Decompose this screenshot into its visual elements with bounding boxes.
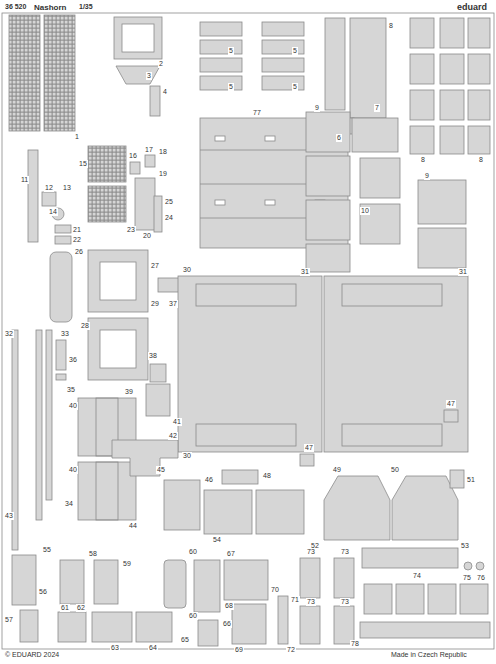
callout-number: 6 [336,134,342,142]
callout-number: 59 [122,560,132,568]
callout-number: 37 [168,300,178,308]
callout-number: 29 [150,300,160,308]
callout-number: 54 [212,536,222,544]
callout-number: 63 [110,644,120,652]
callout-number: 76 [476,574,486,582]
callout-number: 27 [150,262,160,270]
callout-number: 22 [72,236,82,244]
callout-number: 17 [144,146,154,154]
callout-number: 43 [4,512,14,520]
callout-number: 8 [388,22,394,30]
callout-number: 30 [182,266,192,274]
callout-number: 31 [300,268,310,276]
callout-number: 5 [228,47,234,55]
callout-number: 50 [390,466,400,474]
callout-number: 24 [164,214,174,222]
callout-number: 28 [80,322,90,330]
callout-number: 9 [314,104,320,112]
callout-number: 77 [252,109,262,117]
callout-number: 73 [340,598,350,606]
callout-number: 73 [306,548,316,556]
callout-number: 53 [460,542,470,550]
header-text: 1/35 [78,3,94,11]
callout-number: 10 [360,207,370,215]
callout-number: 78 [350,640,360,648]
callout-number: 45 [156,466,166,474]
callout-number: 11 [20,176,29,184]
callout-number: 18 [158,148,168,156]
callout-number: 2 [158,60,164,68]
callout-number: 40 [68,402,78,410]
callout-number: 20 [142,232,152,240]
header-text: eduard [456,3,488,11]
callout-number: 62 [76,604,86,612]
callout-number: 68 [224,602,234,610]
callout-number: 72 [286,646,296,654]
callout-number: 56 [38,588,48,596]
callout-number: 47 [304,444,314,452]
callout-number: 30 [182,452,192,460]
callout-number: 48 [262,472,272,480]
callout-number: 61 [60,604,70,612]
callout-number: 12 [44,184,54,192]
callout-number: 39 [124,388,134,396]
callout-number: 71 [290,596,300,604]
callout-number: 5 [292,83,298,91]
callout-number: 25 [164,198,174,206]
callout-number: 7 [374,104,380,112]
callout-number: 15 [78,160,88,168]
callout-number: 73 [306,598,316,606]
callout-number: 34 [64,500,74,508]
callout-number: 42 [168,432,178,440]
header-text: 36 520 [4,3,27,11]
callout-number: 49 [332,466,342,474]
callout-number: 8 [420,156,426,164]
callout-number: 14 [48,208,58,216]
callout-number: 47 [446,400,456,408]
callout-number: 36 [68,356,78,364]
callout-number: 65 [180,636,190,644]
callout-number: 44 [128,522,138,530]
callout-number: 3 [146,72,152,80]
callout-number: 31 [458,268,468,276]
footer-text: Made in Czech Republic [390,651,468,659]
callout-number: 69 [234,646,244,654]
callout-number: 73 [340,548,350,556]
callout-number: 5 [292,47,298,55]
callout-number: 66 [222,620,232,628]
callout-number: 51 [466,476,476,484]
callout-number: 55 [42,546,52,554]
callout-number: 58 [88,550,98,558]
callout-number: 8 [478,156,484,164]
callout-number: 74 [412,572,422,580]
kit-title: Nashorn [34,3,66,12]
callout-number: 41 [172,418,182,426]
callout-number: 26 [74,248,84,256]
callout-number: 35 [66,386,76,394]
callout-number: 70 [270,586,280,594]
callout-number: 5 [228,83,234,91]
callout-number: 67 [226,550,236,558]
callout-number: 40 [68,466,78,474]
callout-number: 60 [188,612,198,620]
callout-number: 13 [62,184,72,192]
callout-number: 33 [60,330,70,338]
footer-text: © EDUARD 2024 [4,651,60,659]
callout-number: 64 [148,644,158,652]
callout-number: 57 [4,616,14,624]
callout-number: 4 [162,88,168,96]
callout-number: 60 [188,548,198,556]
callout-number: 16 [128,152,138,160]
callout-number: 38 [148,352,158,360]
callout-number: 46 [204,476,214,484]
callout-number: 32 [4,330,14,338]
callout-number: 1 [74,133,80,141]
callout-number: 75 [462,574,472,582]
callout-number: 9 [424,172,430,180]
callout-number: 19 [158,170,168,178]
callout-number: 21 [72,226,82,234]
callout-number: 23 [126,226,136,234]
